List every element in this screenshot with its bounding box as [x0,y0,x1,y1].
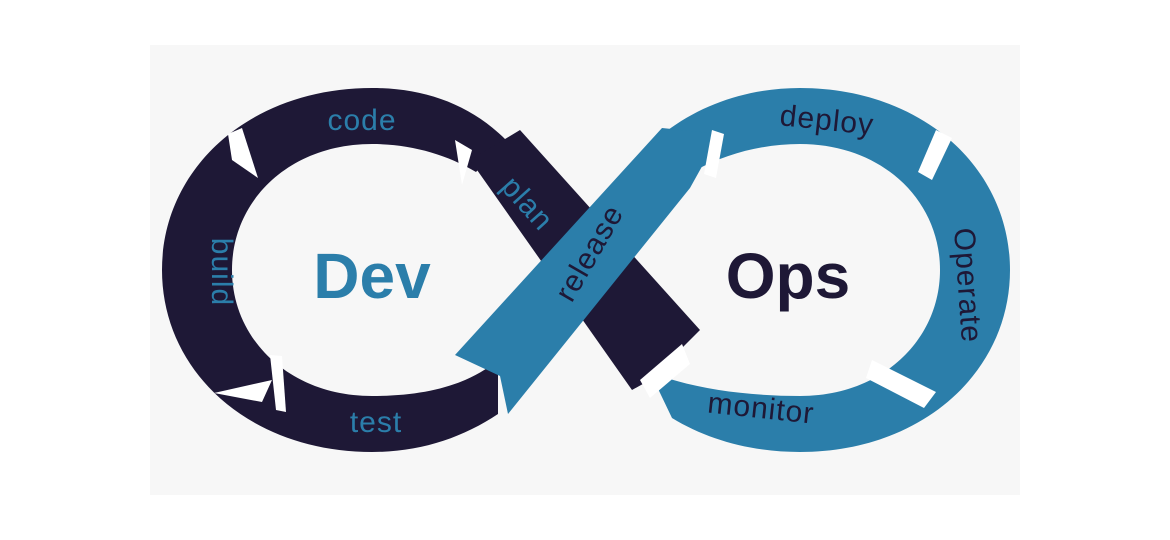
ops-diagonal-band [455,128,720,414]
ops-gap-2 [866,360,936,408]
center-label-dev: Dev [313,240,431,312]
label-operate: Operate [947,227,988,344]
center-label-ops: Ops [726,240,850,312]
dev-gap-2 [455,140,472,185]
ops-gap-3 [640,344,690,398]
ops-ring [650,88,1010,452]
dev-ring [162,88,506,452]
label-test: test [350,406,402,439]
ops-gap-4 [704,130,724,178]
dev-gap-4 [270,355,286,412]
label-code: code [327,104,396,137]
dev-gap-1 [228,128,258,178]
ops-loop [455,88,1010,452]
dev-gap-3 [214,380,272,402]
label-build: build [205,238,238,306]
ops-gap-1 [918,130,952,180]
